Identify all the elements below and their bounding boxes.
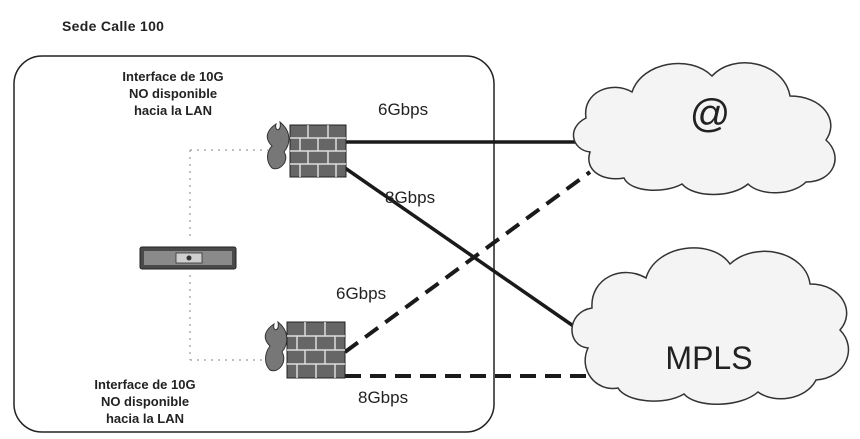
firewall-icon (266, 120, 347, 178)
cloud-icon (572, 62, 836, 196)
interface-note-top: Interface de 10G NO disponible hacia la … (98, 68, 248, 119)
note-line: hacia la LAN (133, 103, 213, 118)
link-fw1-mpls (344, 166, 583, 334)
link-fw2-internet (343, 170, 592, 354)
note-line: hacia la LAN (105, 411, 185, 426)
note-line: NO disponible (100, 394, 190, 409)
cloud-icon (571, 247, 850, 405)
lan-link-bottom (189, 275, 262, 361)
bandwidth-label-fw2-mpls: 8Gbps (358, 388, 409, 407)
firewall-icon (264, 320, 346, 379)
mpls-cloud-label: MPLS (665, 340, 753, 376)
bandwidth-label-fw2-internet: 6Gbps (336, 284, 387, 303)
bandwidth-label-fw1-internet: 6Gbps (378, 100, 429, 119)
site-title: Sede Calle 100 (62, 18, 165, 34)
bandwidth-label-fw1-mpls: 8Gbps (385, 188, 436, 207)
switch-icon (139, 246, 237, 270)
note-line: NO disponible (128, 86, 218, 101)
internet-cloud-label: @ (689, 92, 731, 136)
lan-link-top (189, 149, 268, 240)
note-line: Interface de 10G (94, 377, 196, 392)
note-line: Interface de 10G (122, 69, 224, 84)
interface-note-bottom: Interface de 10G NO disponible hacia la … (70, 376, 220, 427)
